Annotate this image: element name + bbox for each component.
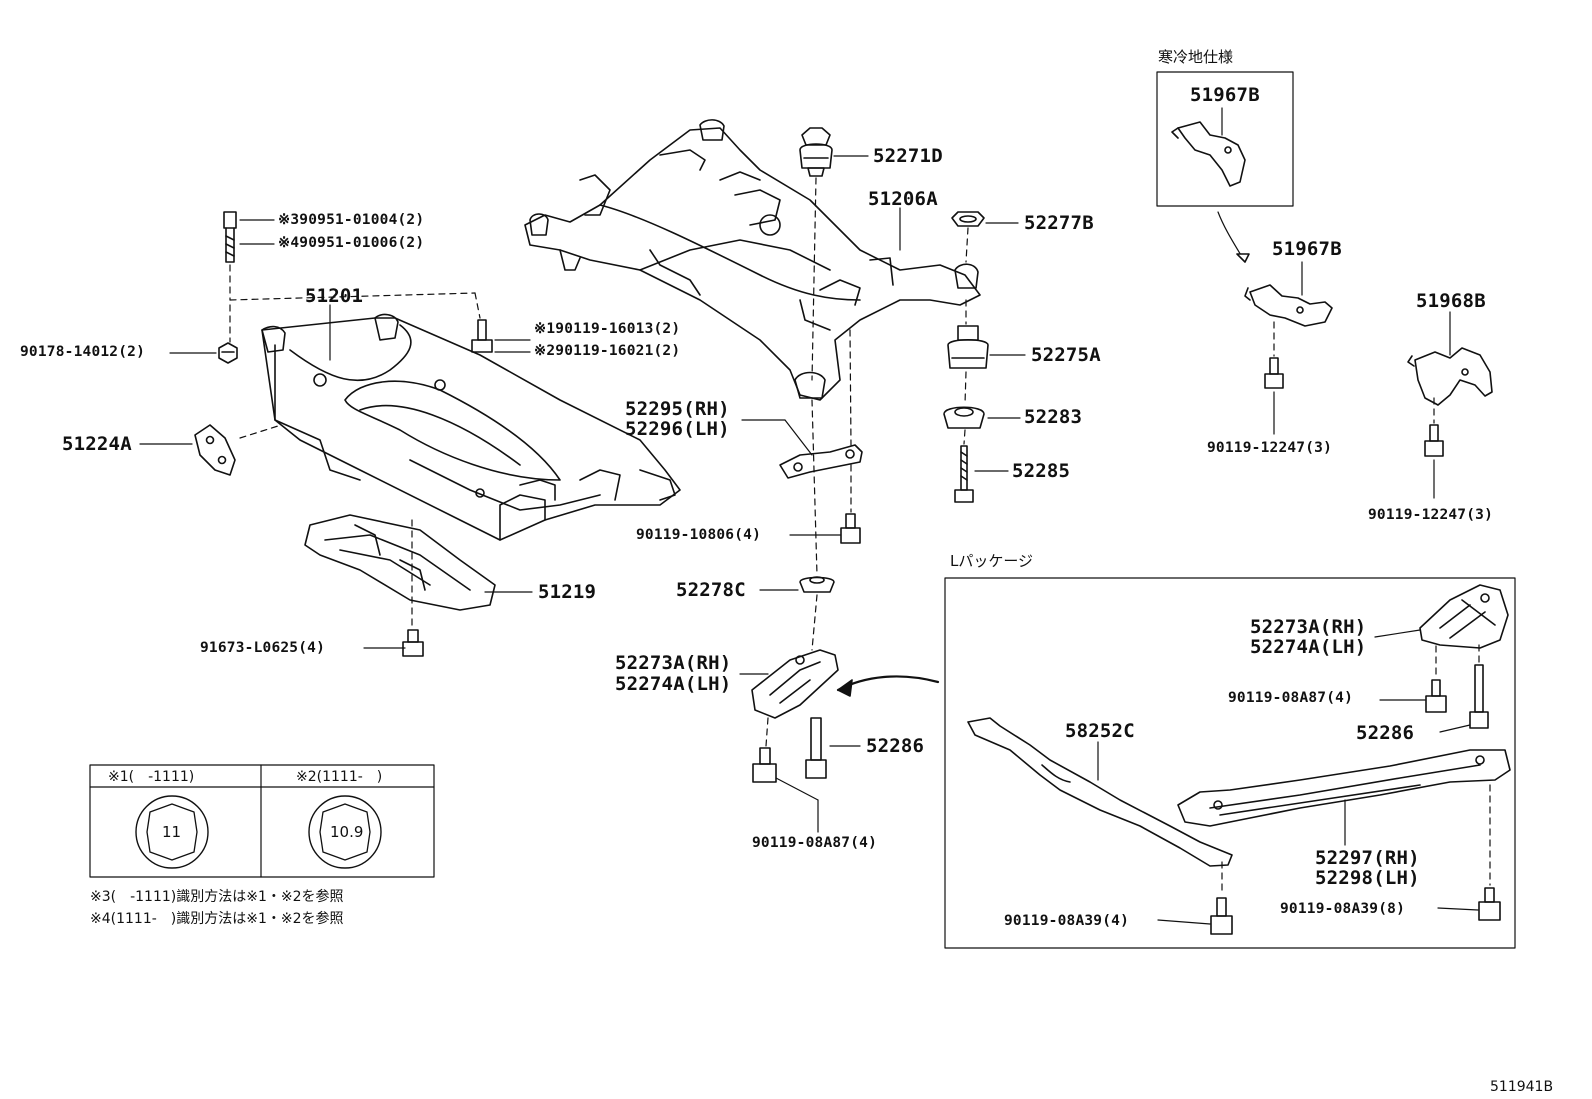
bolt-90119-12247-b (1424, 424, 1444, 457)
table-head-1: ※1( -1111) (108, 769, 195, 785)
bracket-51967B (1244, 284, 1333, 327)
bolt-90119-08A87 (752, 747, 777, 783)
brace-52273A-pkg (1419, 584, 1509, 649)
table-mark-11: 11 (162, 823, 182, 841)
label-52286: 52286 (866, 735, 925, 757)
id-table (89, 764, 435, 878)
label-51967B-boxed: 51967B (1190, 84, 1260, 106)
under-cover-51219 (304, 514, 496, 611)
label-52295: 52295(RH) (625, 398, 730, 420)
cold-region-title: 寒冷地仕様 (1158, 48, 1234, 66)
label-52297: 52297(RH) (1315, 847, 1420, 869)
note-4: ※4(1111- )識別方法は※1・※2を参照 (90, 911, 344, 927)
bolt-90119-12247-a (1264, 357, 1284, 389)
label-bolt-90119-08A87: 90119-08A87(4) (752, 835, 878, 851)
dashed-guides-left (229, 264, 481, 626)
nut-90178 (218, 342, 238, 364)
leaders-left (139, 219, 533, 649)
stopper-52271D (799, 127, 833, 177)
bolt-stud-90951 (223, 211, 237, 263)
label-52286-pkg: 52286 (1356, 722, 1415, 744)
bolt-52286 (805, 717, 827, 779)
label-52285: 52285 (1012, 460, 1071, 482)
label-bolt-90951-01006: ※490951-01006(2) (278, 235, 425, 251)
arrow-to-brace (836, 675, 940, 697)
label-51968B: 51968B (1416, 290, 1486, 312)
brace-58252C (967, 717, 1233, 867)
subframe-51201 (261, 313, 681, 541)
bolt-90119-08A87-pkg (1425, 679, 1447, 713)
note-3: ※3( -1111)識別方法は※1・※2を参照 (90, 889, 344, 905)
label-bolt-90119-08A39-b: 90119-08A39(8) (1280, 901, 1406, 917)
label-52298: 52298(LH) (1315, 867, 1420, 889)
brace-52273A (751, 649, 839, 719)
label-bolt-91673: 91673-L0625(4) (200, 640, 326, 656)
l-package-title: Lパッケージ (950, 552, 1034, 570)
bolt-52286-pkg (1469, 664, 1489, 729)
label-51224A: 51224A (62, 433, 132, 455)
label-52271D: 52271D (873, 145, 943, 167)
nut-mark-10-9 (308, 795, 382, 869)
bolt-91673 (402, 629, 424, 657)
bolt-90119-16013 (471, 319, 493, 353)
arm-52295 (779, 444, 863, 479)
l-package-box (944, 577, 1516, 949)
bracket-51967B-boxed (1171, 121, 1246, 187)
label-bolt-90119-08A87-pkg: 90119-08A87(4) (1228, 690, 1354, 706)
label-51967B: 51967B (1272, 238, 1342, 260)
label-51206A: 51206A (868, 188, 938, 210)
label-58252C: 58252C (1065, 720, 1135, 742)
label-52278C: 52278C (676, 579, 746, 601)
label-bolt-90119-16021: ※290119-16021(2) (534, 343, 681, 359)
washer-52278C (799, 576, 835, 593)
bolt-90119-08A39-b (1478, 887, 1501, 921)
nut-mark-11 (135, 795, 209, 869)
label-bolt-90119-12247-a: 90119-12247(3) (1207, 440, 1333, 456)
arrow-cold-to-bracket (1217, 211, 1250, 263)
label-51219: 51219 (538, 581, 597, 603)
label-nut-90178: 90178-14012(2) (20, 344, 146, 360)
label-bolt-90951-01004: ※390951-01004(2) (278, 212, 425, 228)
label-52283: 52283 (1024, 406, 1083, 428)
dashed-guides-center (765, 177, 969, 747)
dashed-pkg (1221, 644, 1491, 896)
figure-id: 511941B (1490, 1079, 1554, 1095)
brace-52297 (1177, 749, 1511, 827)
label-bolt-90119-16013: ※190119-16013(2) (534, 321, 681, 337)
washer-52277B (951, 211, 985, 227)
leaders-center (739, 155, 1026, 833)
label-bolt-90119-10806: 90119-10806(4) (636, 527, 762, 543)
label-52273A-pkg: 52273A(RH) (1250, 616, 1367, 638)
table-head-2: ※2(1111- ) (296, 769, 383, 785)
label-52274A: 52274A(LH) (615, 673, 732, 695)
label-bolt-90119-08A39-a: 90119-08A39(4) (1004, 913, 1130, 929)
table-mark-10-9: 10.9 (330, 823, 364, 841)
bolt-90119-08A39-a (1210, 897, 1233, 935)
label-51201: 51201 (305, 285, 364, 307)
bracket-51968B (1407, 347, 1493, 406)
cold-region-box (1156, 71, 1294, 207)
label-52273A: 52273A(RH) (615, 652, 732, 674)
bushing-52275A (947, 325, 989, 369)
subframe-51206A (524, 119, 981, 401)
label-bolt-90119-12247-b: 90119-12247(3) (1368, 507, 1494, 523)
bracket-51224A (194, 424, 236, 476)
label-52277B: 52277B (1024, 212, 1094, 234)
bolt-52285 (954, 445, 974, 503)
label-52274A-pkg: 52274A(LH) (1250, 636, 1367, 658)
label-52275A: 52275A (1031, 344, 1101, 366)
washer-52283 (943, 406, 985, 429)
bolt-90119-10806 (840, 513, 861, 544)
label-52296: 52296(LH) (625, 418, 730, 440)
leaders-pkg (1097, 629, 1479, 925)
